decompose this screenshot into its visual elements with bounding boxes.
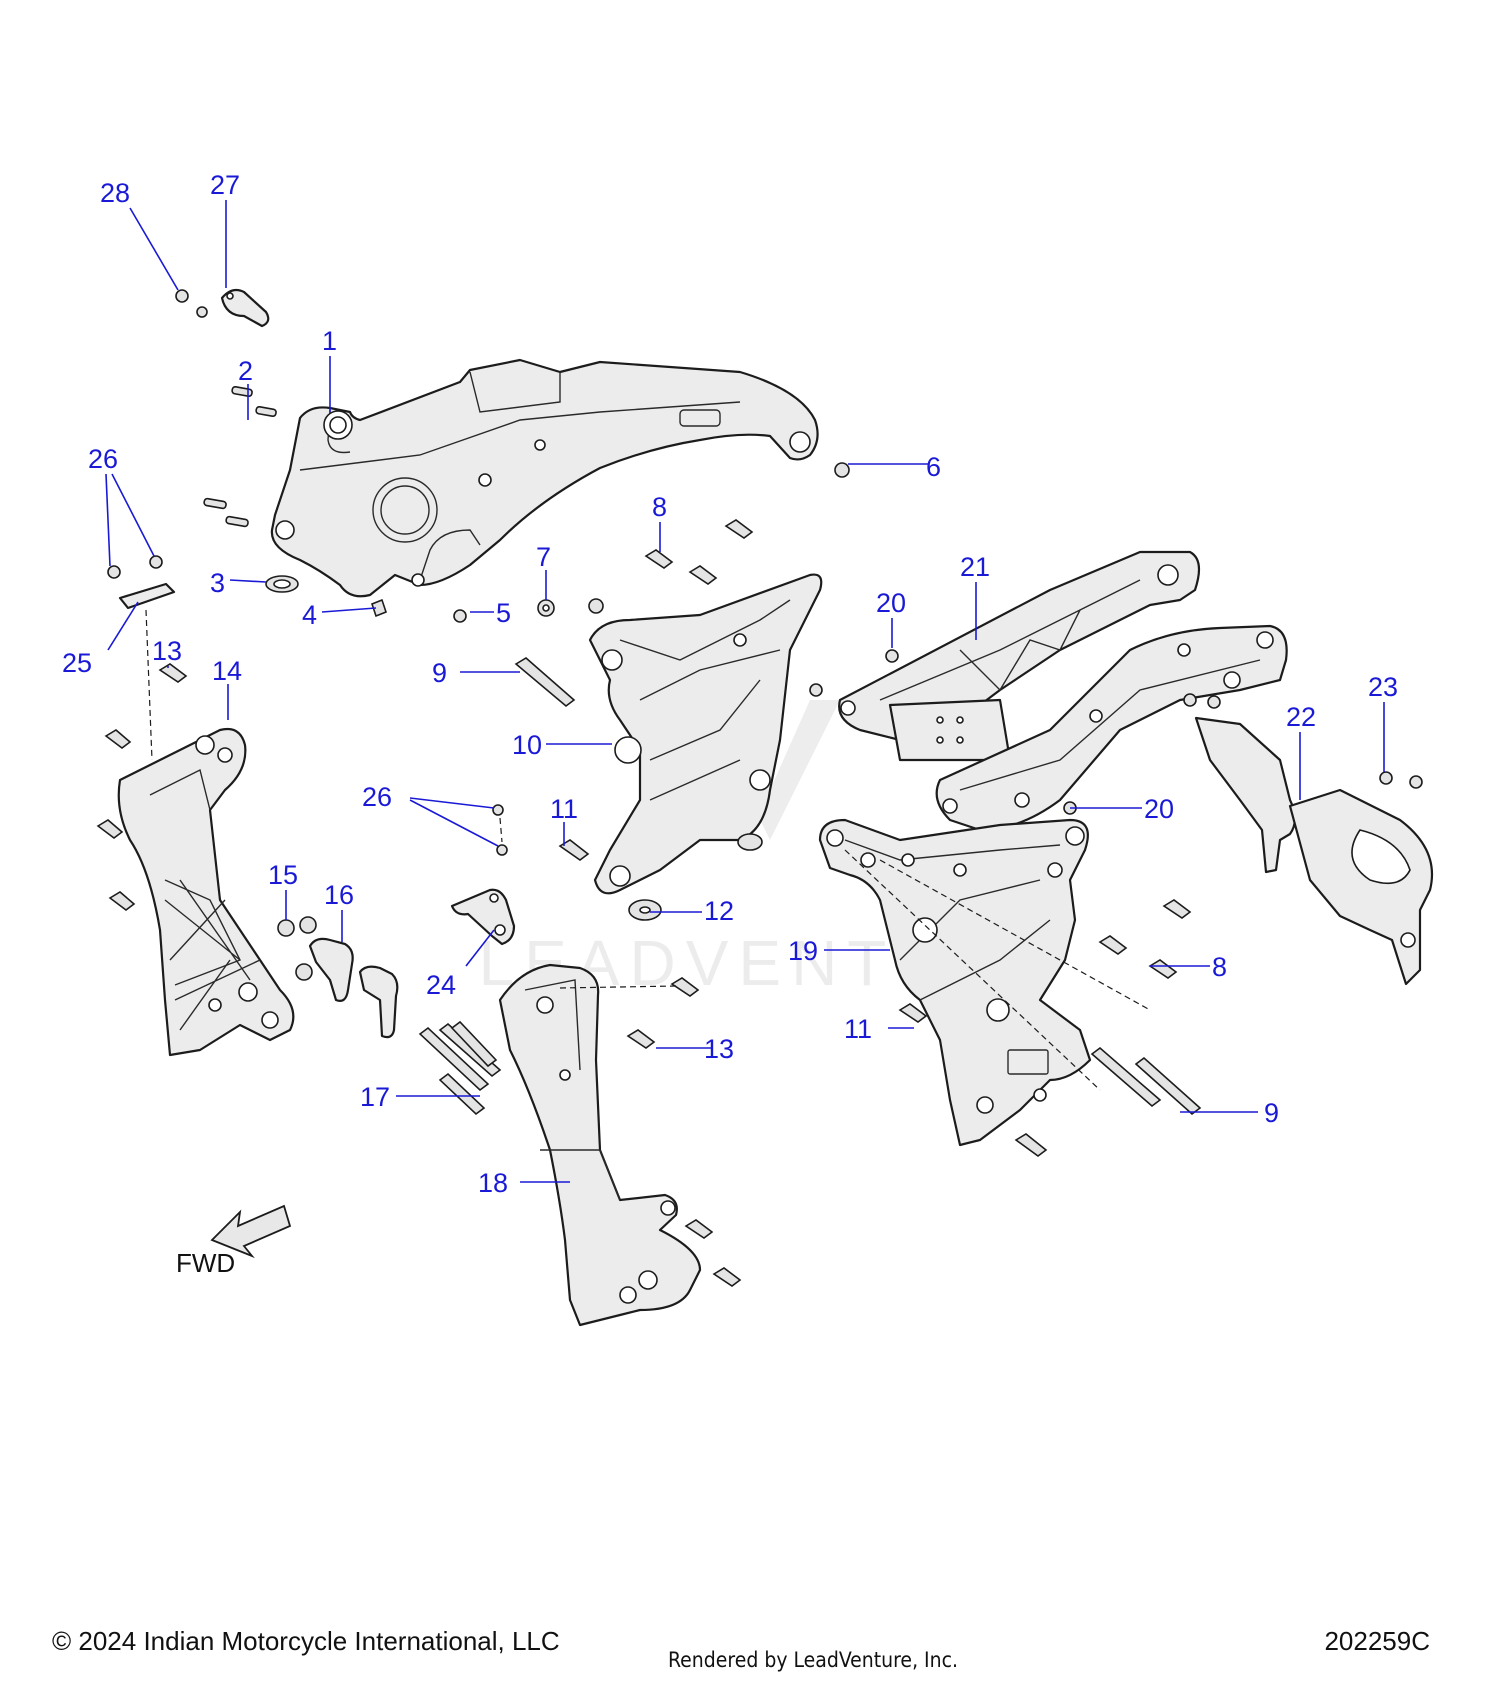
part-19-right-frame-rail[interactable] <box>818 818 1092 1147</box>
callout-8-right[interactable]: 8 <box>1212 952 1227 982</box>
callout-26-lower[interactable]: 26 <box>362 782 392 812</box>
callout-19[interactable]: 19 <box>788 936 818 966</box>
callout-5[interactable]: 5 <box>496 598 511 628</box>
callout-10[interactable]: 10 <box>512 730 542 760</box>
part-22-rear-bracket[interactable] <box>1194 716 1434 986</box>
part-11-bolt-center[interactable] <box>558 839 590 861</box>
part-16-brackets[interactable] <box>308 937 399 1039</box>
part-14-left-frame-rail[interactable] <box>117 727 295 1057</box>
rendered-by-credit: Rendered by LeadVenture, Inc. <box>668 1648 958 1672</box>
callout-28[interactable]: 28 <box>100 178 130 208</box>
part-27-bracket[interactable] <box>220 288 270 328</box>
callout-labels: 28 27 1 2 26 3 4 5 6 7 8 9 10 11 12 25 1… <box>62 170 1398 1198</box>
callout-9-right[interactable]: 9 <box>1264 1098 1279 1128</box>
callout-3[interactable]: 3 <box>210 568 225 598</box>
callout-15[interactable]: 15 <box>268 860 298 890</box>
part-21-rear-subframe[interactable] <box>838 550 1201 762</box>
hardware-bolts-19[interactable] <box>898 899 1202 1157</box>
callout-1[interactable]: 1 <box>322 326 337 356</box>
part-2-pins[interactable] <box>203 385 277 528</box>
callout-8-upper[interactable]: 8 <box>652 492 667 522</box>
part-6-plug[interactable] <box>834 462 850 478</box>
callout-2[interactable]: 2 <box>238 356 253 386</box>
callout-11-center[interactable]: 11 <box>550 794 578 824</box>
callout-6[interactable]: 6 <box>926 452 941 482</box>
part-26-screws-lower[interactable] <box>492 804 508 856</box>
callout-20-upper[interactable]: 20 <box>876 588 906 618</box>
part-13-bolt-upper[interactable] <box>158 663 188 683</box>
callout-12[interactable]: 12 <box>704 896 734 926</box>
part-23-screws[interactable] <box>1183 693 1423 789</box>
hardware-bolts-18[interactable] <box>626 977 742 1287</box>
part-17-long-bolts[interactable] <box>418 1020 502 1116</box>
callout-26-upper[interactable]: 26 <box>88 444 118 474</box>
drawing-number: 202259C <box>1324 1626 1430 1656</box>
part-28-screw[interactable] <box>175 289 208 318</box>
part-10-center-bracket[interactable] <box>588 573 823 895</box>
part-1-main-frame[interactable] <box>270 358 819 598</box>
callout-16[interactable]: 16 <box>324 880 354 910</box>
callout-18[interactable]: 18 <box>478 1168 508 1198</box>
part-3-grommet[interactable] <box>265 575 299 593</box>
part-7-nut[interactable] <box>537 599 555 617</box>
callout-21[interactable]: 21 <box>960 552 990 582</box>
callout-9-center[interactable]: 9 <box>432 658 447 688</box>
callout-13-upper[interactable]: 13 <box>152 636 182 666</box>
part-12-washers[interactable] <box>628 833 763 921</box>
callout-11-right[interactable]: 11 <box>844 1014 872 1044</box>
callout-4[interactable]: 4 <box>302 600 317 630</box>
callout-23[interactable]: 23 <box>1368 672 1398 702</box>
callout-27[interactable]: 27 <box>210 170 240 200</box>
callout-20-lower[interactable]: 20 <box>1144 794 1174 824</box>
forward-direction-arrow: FWD <box>176 1204 292 1278</box>
part-9-long-bolt-center[interactable] <box>514 657 576 708</box>
hardware-bolts-left[interactable] <box>96 729 136 911</box>
callout-7[interactable]: 7 <box>536 542 551 572</box>
callout-22[interactable]: 22 <box>1286 702 1316 732</box>
part-18-lower-frame-member[interactable] <box>498 963 702 1327</box>
part-21-rear-subframe-rail[interactable] <box>935 624 1288 832</box>
forward-label: FWD <box>176 1248 235 1278</box>
part-24-bracket[interactable] <box>450 888 516 946</box>
hardware-bolts-8-upper[interactable] <box>588 519 754 614</box>
callout-24[interactable]: 24 <box>426 970 456 1000</box>
part-25-plate[interactable] <box>118 582 176 610</box>
leader-lines <box>105 200 1385 1183</box>
callout-14[interactable]: 14 <box>212 656 242 686</box>
callout-17[interactable]: 17 <box>360 1082 390 1112</box>
part-4-clip[interactable] <box>371 598 387 618</box>
part-5-plug[interactable] <box>453 609 467 623</box>
copyright-notice: © 2024 Indian Motorcycle International, … <box>52 1626 560 1656</box>
callout-25[interactable]: 25 <box>62 648 92 678</box>
callout-13-lower[interactable]: 13 <box>704 1034 734 1064</box>
part-26-screws-upper[interactable] <box>107 555 163 579</box>
